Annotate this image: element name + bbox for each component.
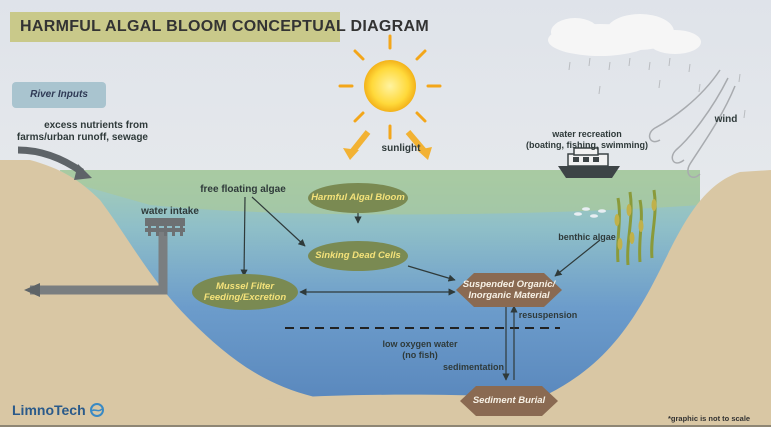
harmful-algal-bloom-node [308, 183, 408, 213]
lake-water [60, 170, 700, 400]
sun-icon [338, 34, 442, 140]
harmful-algal-bloom-label: Harmful Algal Bloom [311, 192, 405, 203]
water-intake-pipe [30, 228, 168, 295]
benthic-algae-leaves [614, 199, 657, 250]
arrow-benthic-to-suspended [554, 239, 601, 277]
arrow-algae-to-mussel [240, 196, 248, 277]
sunlight-arrowhead-right [417, 147, 432, 160]
river-inflow-arrowhead [74, 164, 92, 180]
mussel-filter-node [192, 274, 298, 310]
low-oxygen-line1: low oxygen water [382, 339, 458, 349]
left-bank [0, 160, 330, 439]
outflow-arrowhead [24, 283, 40, 297]
bottom-strip [0, 427, 771, 439]
diagram-title: HARMFUL ALGAL BLOOM CONCEPTUAL DIAGRAM [10, 12, 429, 42]
excess-nutrients-line1: excess nutrients from [44, 120, 148, 131]
sunlight-arrow-right [405, 130, 428, 154]
logo-part2: Tech [54, 402, 86, 418]
scale-note: *graphic is not to scale [668, 414, 751, 423]
water-recreation-label: water recreation (boating, fishing, swim… [517, 129, 657, 151]
water-recreation-line2: (boating, fishing, swimming) [526, 139, 648, 150]
fish-school-icon [574, 207, 606, 218]
mussel-filter-line1: Mussel Filter [215, 281, 275, 292]
arrow-sinking-to-suspended [407, 265, 456, 282]
sinking-dead-cells-node [308, 241, 408, 271]
mussel-filter-line2: Feeding/Excretion [203, 292, 287, 304]
sedimentation-label: sedimentation [442, 362, 504, 372]
river-inputs-label: River Inputs [12, 82, 106, 108]
right-bank [450, 170, 771, 439]
free-floating-algae-label: free floating algae [200, 184, 286, 195]
sunlight-label: sunlight [381, 143, 421, 154]
benthic-algae-label: benthic algae [558, 232, 616, 242]
rain-drops [568, 57, 746, 119]
boat-icon [558, 147, 620, 178]
excess-nutrients-label: excess nutrients from farms/urban runoff… [8, 120, 148, 144]
suspended-material-node [456, 273, 562, 307]
sinking-dead-cells-label: Sinking Dead Cells [315, 250, 401, 261]
resuspension-label: resuspension [518, 310, 578, 320]
logo-part1: Limno [12, 402, 54, 418]
low-oxygen-line2: (no fish) [402, 349, 438, 360]
limnotech-logo: LimnoTech [12, 402, 104, 419]
suspended-material-line2: Inorganic Material [468, 290, 550, 302]
rain-cloud-icon [548, 14, 701, 56]
suspended-material-label: Suspended Organic/ Inorganic Material [456, 279, 562, 302]
sediment-burial-node [460, 386, 558, 416]
intake-structure-legs [148, 226, 183, 236]
river-inflow-arrow [17, 146, 85, 175]
water-intake-label: water intake [141, 206, 199, 217]
suspended-material-line1: Suspended Organic/ [462, 279, 556, 290]
sediment-burial-label: Sediment Burial [472, 395, 546, 406]
sunlight-arrowhead-left [343, 148, 359, 160]
intake-structure-top [145, 218, 185, 226]
sunlight-arrow-left [349, 130, 371, 154]
arrow-algae-to-sinking [251, 196, 306, 247]
water-recreation-line1: water recreation [552, 129, 622, 139]
low-oxygen-label: low oxygen water (no fish) [365, 339, 475, 361]
excess-nutrients-line2: farms/urban runoff, sewage [16, 132, 148, 143]
mussel-filter-label: Mussel Filter Feeding/Excretion [192, 281, 298, 304]
wind-label: wind [714, 114, 738, 125]
process-arrows [240, 196, 601, 381]
wind-icon [648, 69, 736, 178]
logo-wave-icon [89, 403, 104, 417]
